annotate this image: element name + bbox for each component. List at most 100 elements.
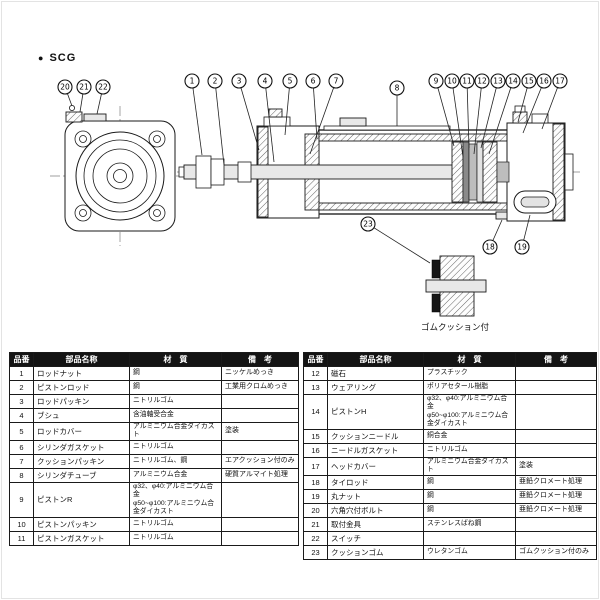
cell-name: ピストンロッド — [33, 380, 130, 395]
cell-name: ピストンパッキン — [33, 516, 130, 532]
callout-17 — [552, 73, 568, 89]
callout-19 — [514, 239, 530, 255]
cell-remarks: 亜鉛クロメート処理 — [515, 502, 597, 518]
cell-name: シリンダガスケット — [33, 439, 130, 455]
cell-material: φ32、φ40:アルミニウム合金 φ50~φ100:アルミニウム合金ダイカスト — [129, 481, 222, 518]
header-part-name: 部品名称 — [327, 352, 424, 367]
callout-number: 23 — [363, 220, 373, 229]
cell-no: 7 — [9, 453, 34, 469]
cell-name: ウェアリング — [327, 380, 424, 395]
cell-no: 17 — [303, 456, 328, 476]
header-material: 材 質 — [129, 352, 222, 367]
cell-no: 11 — [9, 530, 34, 546]
callout-number: 8 — [395, 84, 400, 93]
cell-material: ニトリルゴム — [129, 516, 222, 532]
cell-remarks — [221, 394, 299, 409]
callout-12 — [474, 73, 490, 89]
callout-11 — [459, 73, 475, 89]
cell-no: 19 — [303, 488, 328, 504]
cushion-rubber-bottom — [431, 293, 441, 313]
callout-number: 14 — [508, 77, 518, 86]
cell-material: φ32、φ40:アルミニウム合金 φ50~φ100:アルミニウム合金ダイカスト — [423, 394, 516, 430]
cushion-valve-rod-side — [268, 108, 283, 118]
cell-remarks — [221, 481, 299, 518]
callout-number: 13 — [493, 77, 503, 86]
leader-line — [312, 80, 318, 140]
callout-number: 3 — [237, 77, 242, 86]
callout-9 — [428, 73, 444, 89]
cell-remarks: 塗装 — [515, 456, 597, 476]
cell-material: 鋼 — [129, 366, 222, 381]
cell-no: 12 — [303, 366, 328, 381]
cell-name: ピストンH — [327, 394, 424, 430]
callout-number: 21 — [79, 83, 89, 92]
cell-name: ロッドナット — [33, 366, 130, 381]
cell-material: ニトリルゴム — [423, 442, 516, 458]
callout-number: 18 — [485, 243, 495, 252]
cell-no: 23 — [303, 544, 328, 560]
callout-number: 15 — [524, 77, 534, 86]
cell-no: 4 — [9, 408, 34, 423]
cell-material: 鋼 — [423, 474, 516, 490]
cell-material: アルミニウム合金ダイカスト — [423, 456, 516, 476]
cell-material: ニトリルゴム、鋼 — [129, 453, 222, 469]
header-row: 品番 部品名称 材 質 備 考 — [9, 352, 299, 367]
switch-rail — [323, 125, 451, 131]
cell-remarks — [515, 394, 597, 430]
callout-21 — [76, 79, 92, 95]
leader-line — [264, 80, 275, 163]
model-label: ● SCG — [38, 52, 76, 64]
cell-no: 13 — [303, 380, 328, 395]
cell-no: 10 — [9, 516, 34, 532]
cell-name: ニードルガスケット — [327, 442, 424, 458]
leader-line — [451, 80, 464, 158]
model-name: SCG — [49, 52, 77, 64]
cell-material: 鋼 — [129, 380, 222, 395]
cell-name: クッションニードル — [327, 428, 424, 444]
callout-8 — [389, 80, 405, 96]
cell-remarks: 亜鉛クロメート処理 — [515, 488, 597, 504]
callout-4 — [257, 73, 273, 89]
cell-name: 磁石 — [327, 366, 424, 381]
cell-material: 銅合金 — [423, 428, 516, 444]
switch-on-tube — [339, 117, 367, 127]
callout-number: 19 — [517, 243, 527, 252]
cell-no: 22 — [303, 530, 328, 546]
leader-line — [488, 80, 514, 155]
cushion-sleeve — [496, 161, 510, 183]
cell-no: 5 — [9, 422, 34, 441]
cell-remarks — [221, 530, 299, 546]
leader-line — [284, 80, 291, 136]
cell-material: アルミニウム合金 — [129, 467, 222, 483]
callout-23 — [360, 216, 376, 232]
callout-number: 20 — [60, 83, 70, 92]
cell-name: 丸ナット — [327, 488, 424, 504]
piston-packing — [462, 141, 470, 203]
cell-no: 14 — [303, 394, 328, 430]
callout-number: 2 — [213, 77, 218, 86]
header-remarks: 備 考 — [221, 352, 299, 367]
round-nut — [495, 211, 508, 220]
detail-rod — [425, 279, 487, 293]
magnet — [468, 143, 478, 201]
header-material: 材 質 — [423, 352, 516, 367]
cushion-detail — [425, 255, 487, 317]
header-part-no: 品番 — [303, 352, 328, 367]
cell-remarks — [221, 439, 299, 455]
piston-assembly — [451, 141, 510, 203]
cell-name: ヘッドカバー — [327, 456, 424, 476]
callout-3 — [231, 73, 247, 89]
cell-no: 9 — [9, 481, 34, 518]
detail-caption: ゴムクッション付 — [420, 322, 489, 332]
callout-10 — [444, 73, 460, 89]
